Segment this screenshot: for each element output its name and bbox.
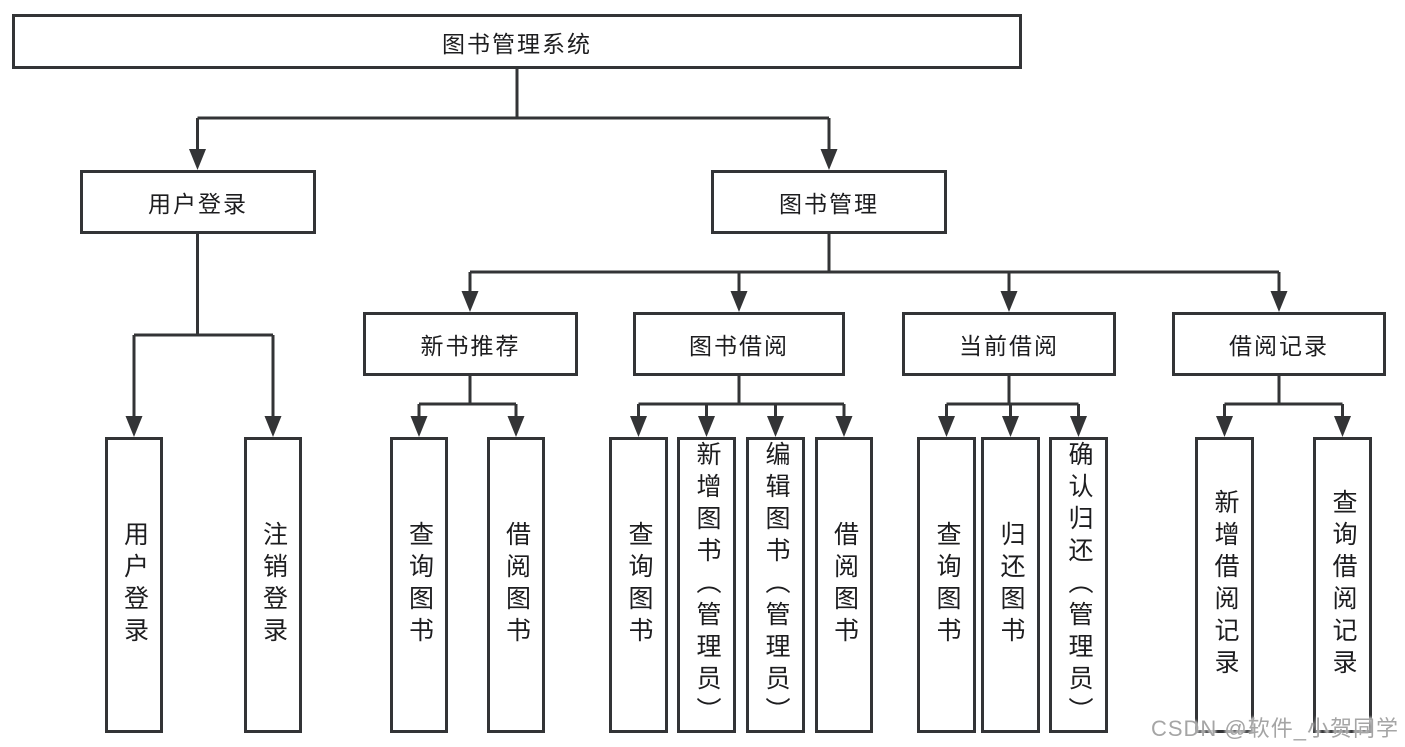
node-label: 新书推荐 [420,333,521,359]
node-label: 借阅图书 [830,521,859,649]
leaf-edit-books-admin: 编辑图书（管理员） [746,437,805,733]
leaf-add-books-admin: 新增图书（管理员） [677,437,736,733]
leaf-query-books-borrow: 查询图书 [609,437,668,733]
node-label: 新增借阅记录 [1211,489,1239,681]
leaf-query-books-current: 查询图书 [917,437,976,733]
leaf-query-borrow-record: 查询借阅记录 [1313,437,1372,733]
node-label: 确认归还（管理员） [1065,441,1093,729]
node-current-borrowing: 当前借阅 [902,312,1116,376]
leaf-query-books-recommend: 查询图书 [390,437,448,733]
node-label: 编辑图书（管理员） [762,441,790,729]
node-label: 注销登录 [259,521,288,649]
leaf-add-borrow-record: 新增借阅记录 [1195,437,1254,733]
leaf-user-login: 用户登录 [105,437,163,733]
node-user-login-branch: 用户登录 [80,170,316,234]
node-new-book-recommendation: 新书推荐 [363,312,578,376]
node-label: 查询借阅记录 [1329,489,1357,681]
leaf-confirm-return-admin: 确认归还（管理员） [1049,437,1108,733]
node-label: 查询图书 [405,521,434,649]
leaf-return-books: 归还图书 [981,437,1040,733]
node-label: 借阅记录 [1229,333,1329,359]
node-book-management: 图书管理 [711,170,947,234]
node-label: 图书借阅 [689,333,789,359]
leaf-logout-login: 注销登录 [244,437,302,733]
connector-segments [132,69,1344,419]
node-label: 归还图书 [997,521,1025,649]
csdn-watermark: CSDN @软件_小贺同学 [1150,716,1399,741]
node-label: 当前借阅 [959,333,1059,359]
node-library-management-system: 图书管理系统 [12,14,1022,69]
node-label: 查询图书 [625,521,653,649]
node-label: 借阅图书 [502,521,531,649]
node-label: 新增图书（管理员） [693,441,721,729]
node-borrowing-records: 借阅记录 [1172,312,1386,376]
arrowheads [125,149,1351,437]
node-label: 用户登录 [120,521,149,649]
node-label: 图书管理系统 [442,30,592,57]
node-label: 图书管理 [779,191,879,217]
node-label: 查询图书 [933,521,961,649]
leaf-borrow-books: 借阅图书 [815,437,873,733]
leaf-borrow-books-recommend: 借阅图书 [487,437,545,733]
node-label: 用户登录 [148,191,248,217]
node-book-borrowing: 图书借阅 [633,312,845,376]
